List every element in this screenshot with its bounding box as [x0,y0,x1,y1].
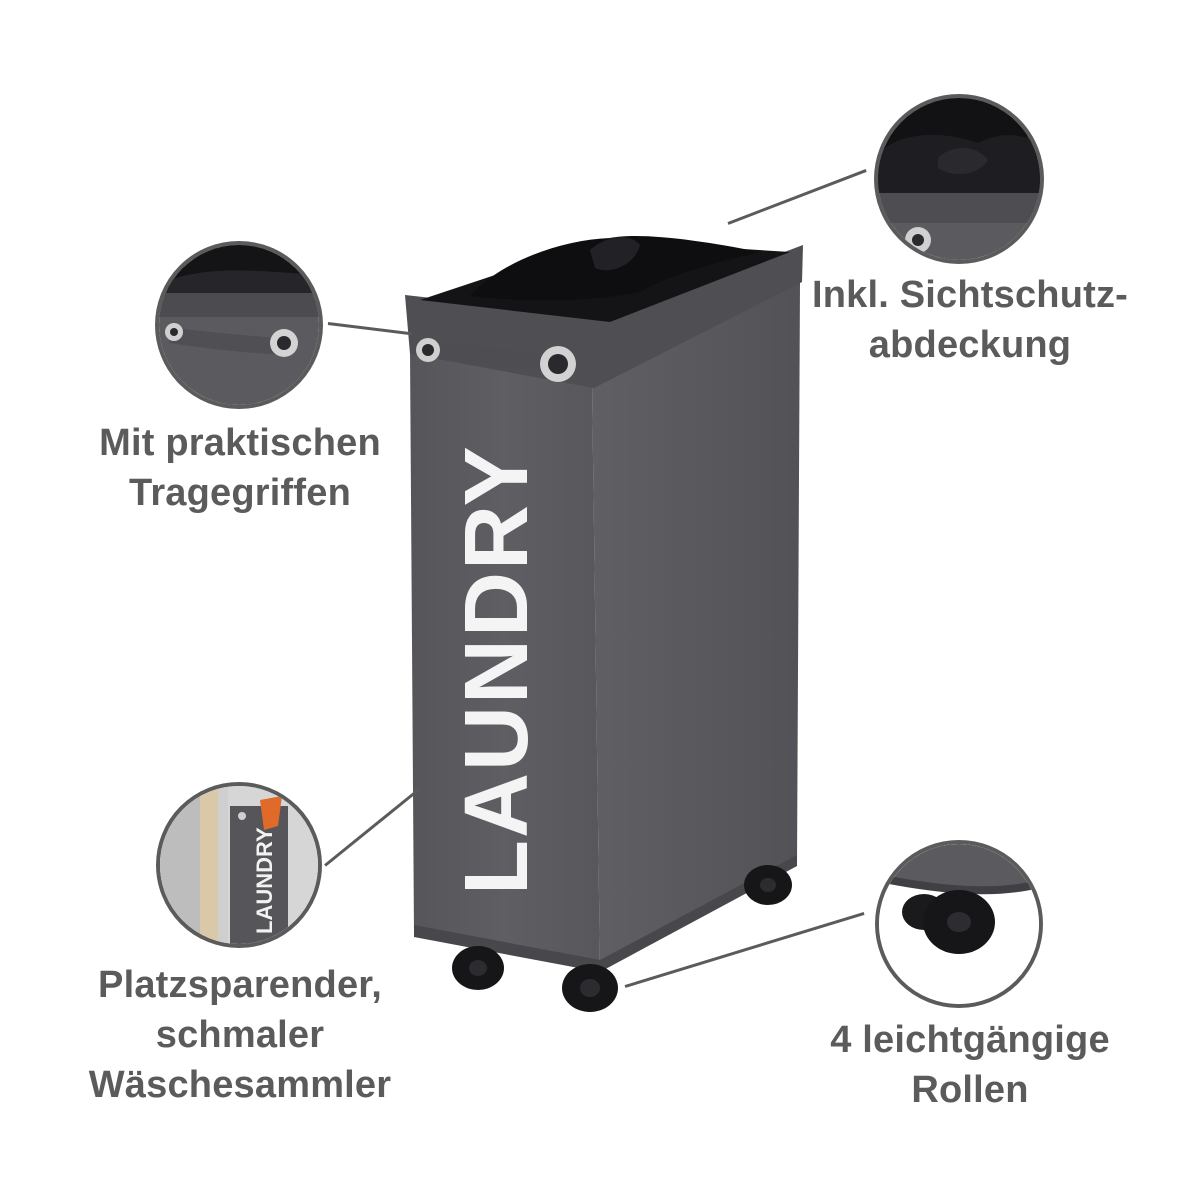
caption-handles: Mit praktischen Tragegriffen [60,418,420,518]
caption-wheels-line-2: Rollen [911,1069,1029,1111]
detail-circle-handles [155,241,323,409]
carry-handle [426,340,558,372]
caption-handles-line-1: Mit praktischen [99,422,381,464]
detail-circle-wheels [875,840,1043,1008]
caster-front-left [452,946,504,990]
detail-circle-cover [874,94,1044,264]
bin-print-text: LAUNDRY [447,444,547,895]
caption-slim-line-3: Wäschesammler [88,1064,392,1106]
cover-detail-image [878,98,1040,260]
caption-slim: Platzsparender, schmaler Wäschesammler [60,960,420,1110]
detail-circle-slim: LAUNDRY [156,782,322,948]
grommet-left [416,338,440,362]
bin-front-panel [410,352,600,970]
caption-wheels: 4 leichtgängige Rollen [790,1015,1150,1115]
caption-cover-line-1: Inkl. Sichtschutz- [811,274,1129,316]
handle-detail-image [159,245,319,405]
caption-slim-line-1: Platzsparender, [98,964,382,1006]
caption-wheels-line-1: 4 leichtgängige [830,1019,1110,1061]
caption-slim-line-2: schmaler [155,1014,325,1056]
bin-side-panel [592,282,800,970]
wheels-detail-image [879,844,1039,1004]
caption-cover-line-2: abdeckung [868,324,1072,366]
slim-detail-image: LAUNDRY [160,786,318,944]
caption-cover: Inkl. Sichtschutz- abdeckung [780,270,1160,370]
grommet-right [540,346,576,382]
slim-inset-print: LAUNDRY [252,827,277,934]
caster-back-right [744,865,792,905]
caster-front-right [562,964,618,1012]
caption-handles-line-2: Tragegriffen [129,472,351,514]
